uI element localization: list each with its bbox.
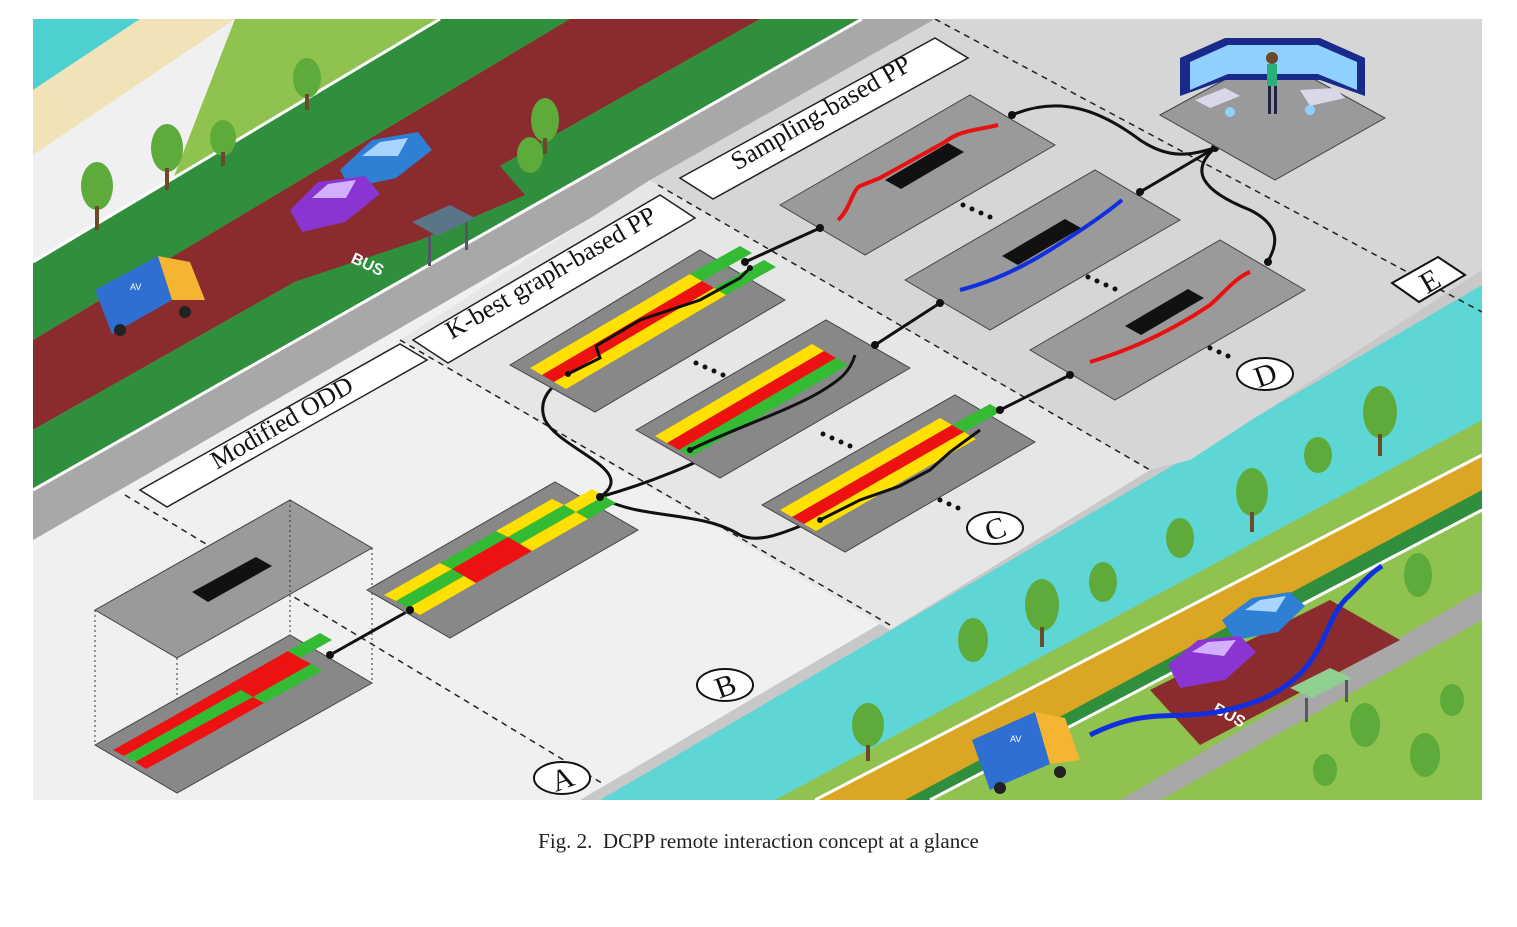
- caption-prefix: Fig. 2.: [538, 829, 593, 853]
- bus-stop-bottom: [1290, 668, 1352, 722]
- blue-car-bottom: [1222, 592, 1305, 640]
- section-marker-d: D: [1236, 356, 1294, 395]
- grass-bottom-3: [1160, 620, 1482, 800]
- bus-zone-top: [270, 120, 525, 290]
- section-marker-c: C: [966, 510, 1024, 548]
- sampling-plane-1: [779, 94, 1056, 256]
- kbest-ellipsis: [693, 360, 961, 511]
- trees-bottom: [852, 386, 1464, 786]
- section-marker-b: B: [696, 667, 754, 705]
- trees-top: [81, 58, 559, 230]
- truck-label-bottom: AV: [1010, 734, 1021, 744]
- bus-stop-top: [412, 205, 475, 266]
- odd-occupancy-grid: [93, 633, 374, 794]
- truck-bottom: AV: [972, 712, 1080, 794]
- beach-top: [33, 19, 235, 155]
- truck-top: AV: [95, 256, 205, 336]
- truck-label-top: AV: [130, 282, 141, 292]
- connection-lines: [329, 104, 1277, 657]
- kbest-grid-2: [634, 319, 912, 479]
- planned-path-blue-bottom: [1088, 563, 1384, 738]
- caption-text: DCPP remote interaction concept at a gla…: [602, 829, 979, 853]
- control-room: [1158, 38, 1387, 181]
- sampling-ellipsis: [960, 202, 1231, 359]
- sampling-plane-2: [904, 169, 1181, 331]
- purple-car-bottom: [1168, 636, 1256, 688]
- figure-caption: Fig. 2. DCPP remote interaction concept …: [0, 829, 1517, 854]
- cost-grid-b: [365, 481, 640, 639]
- section-marker-a: A: [533, 760, 591, 799]
- kbest-grid-3: [760, 394, 1036, 553]
- purple-car-top: [290, 176, 380, 232]
- sampling-plane-3: [1029, 239, 1306, 401]
- bus-zone-bottom: [1150, 600, 1400, 745]
- blue-car-top: [340, 132, 432, 188]
- kbest-grid-1: [509, 246, 786, 413]
- section-marker-e: E: [1390, 255, 1467, 304]
- section-boundaries: [124, 19, 1482, 786]
- connection-dots: [326, 111, 1272, 659]
